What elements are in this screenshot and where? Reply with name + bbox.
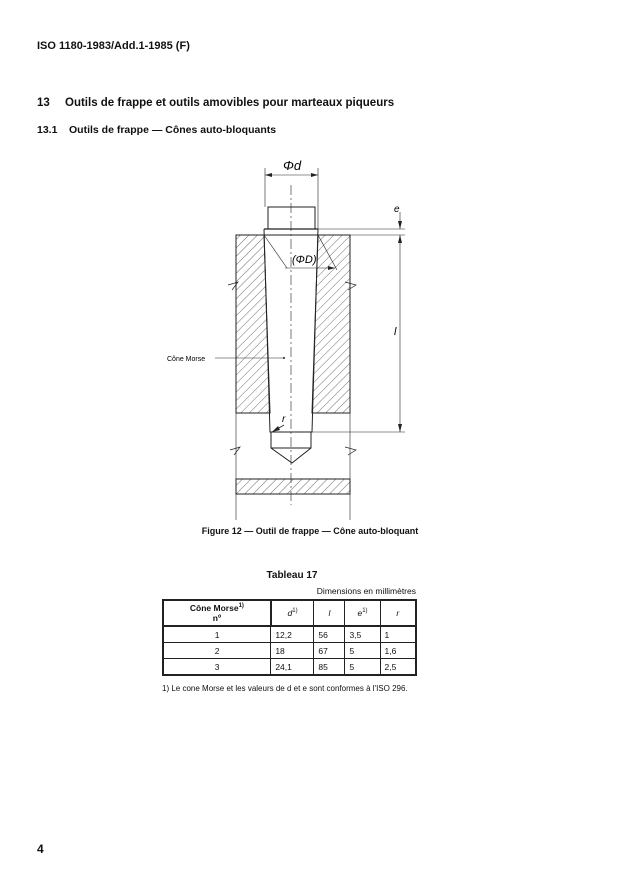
cell: 1 xyxy=(162,625,272,643)
header-r-text: r xyxy=(396,608,400,618)
header-l: l xyxy=(313,599,346,627)
shank-outline xyxy=(267,206,316,229)
e-label: e xyxy=(394,204,400,215)
section-number: 13 xyxy=(37,97,50,109)
subsection-title: Outils de frappe — Cônes auto-bloquants xyxy=(69,124,277,136)
cell: 18 xyxy=(270,642,315,659)
cone-morse-label: Cône Morse xyxy=(167,356,205,363)
cell: 5 xyxy=(344,658,381,676)
header-d-footnote-mark: 1) xyxy=(292,608,298,615)
right-body-hatched xyxy=(311,234,351,414)
r-label: r xyxy=(282,414,286,425)
cell: 2,5 xyxy=(379,658,417,676)
cell: 56 xyxy=(313,625,346,643)
page-number: 4 xyxy=(37,842,44,856)
figure-caption: Figure 12 — Outil de frappe — Cône auto-… xyxy=(201,526,419,536)
header-cone-number: nº xyxy=(212,613,222,623)
cell: 24,1 xyxy=(270,658,315,676)
section-title: Outils de frappe et outils amovibles pou… xyxy=(65,97,395,109)
header-cone: Cône Morse1) nº xyxy=(162,599,272,627)
header-d-text: d xyxy=(287,608,293,618)
subsection-heading: 13.1 Outils de frappe — Cônes auto-bloqua… xyxy=(37,124,276,136)
subsection-number: 13.1 xyxy=(37,124,58,136)
cell: 3,5 xyxy=(344,625,381,643)
cell: 3 xyxy=(162,658,272,676)
cell: 12,2 xyxy=(270,625,315,643)
header-d: d1) xyxy=(270,599,315,627)
header-r: r xyxy=(379,599,417,627)
table-units: Dimensions en millimètres xyxy=(316,586,416,596)
document-header: ISO 1180-1983/Add.1-1985 (F) xyxy=(37,40,190,52)
header-e-text: e xyxy=(357,608,363,618)
header-cone-footnote-mark: 1) xyxy=(238,603,244,610)
table-footnote: 1) Le cone Morse et les valeurs de d et … xyxy=(162,684,408,693)
cell: 2 xyxy=(162,642,272,659)
cell: 67 xyxy=(313,642,346,659)
header-e-footnote-mark: 1) xyxy=(362,608,368,615)
cell: 5 xyxy=(344,642,381,659)
l-label: l xyxy=(394,326,397,338)
cell: 1 xyxy=(379,625,417,643)
header-cone-text: Cône Morse xyxy=(189,603,239,613)
section-heading: 13 Outils de frappe et outils amovibles p… xyxy=(37,97,394,109)
bottom-plate xyxy=(235,478,351,495)
cell: 1,6 xyxy=(379,642,417,659)
phi-D-label: (ΦD) xyxy=(292,254,317,266)
cell: 85 xyxy=(313,658,346,676)
header-l-text: l xyxy=(328,608,331,618)
table-title: Tableau 17 xyxy=(266,570,318,581)
tip-outline xyxy=(270,432,312,464)
header-e: e1) xyxy=(344,599,381,627)
phi-d-label: Φd xyxy=(283,158,302,173)
